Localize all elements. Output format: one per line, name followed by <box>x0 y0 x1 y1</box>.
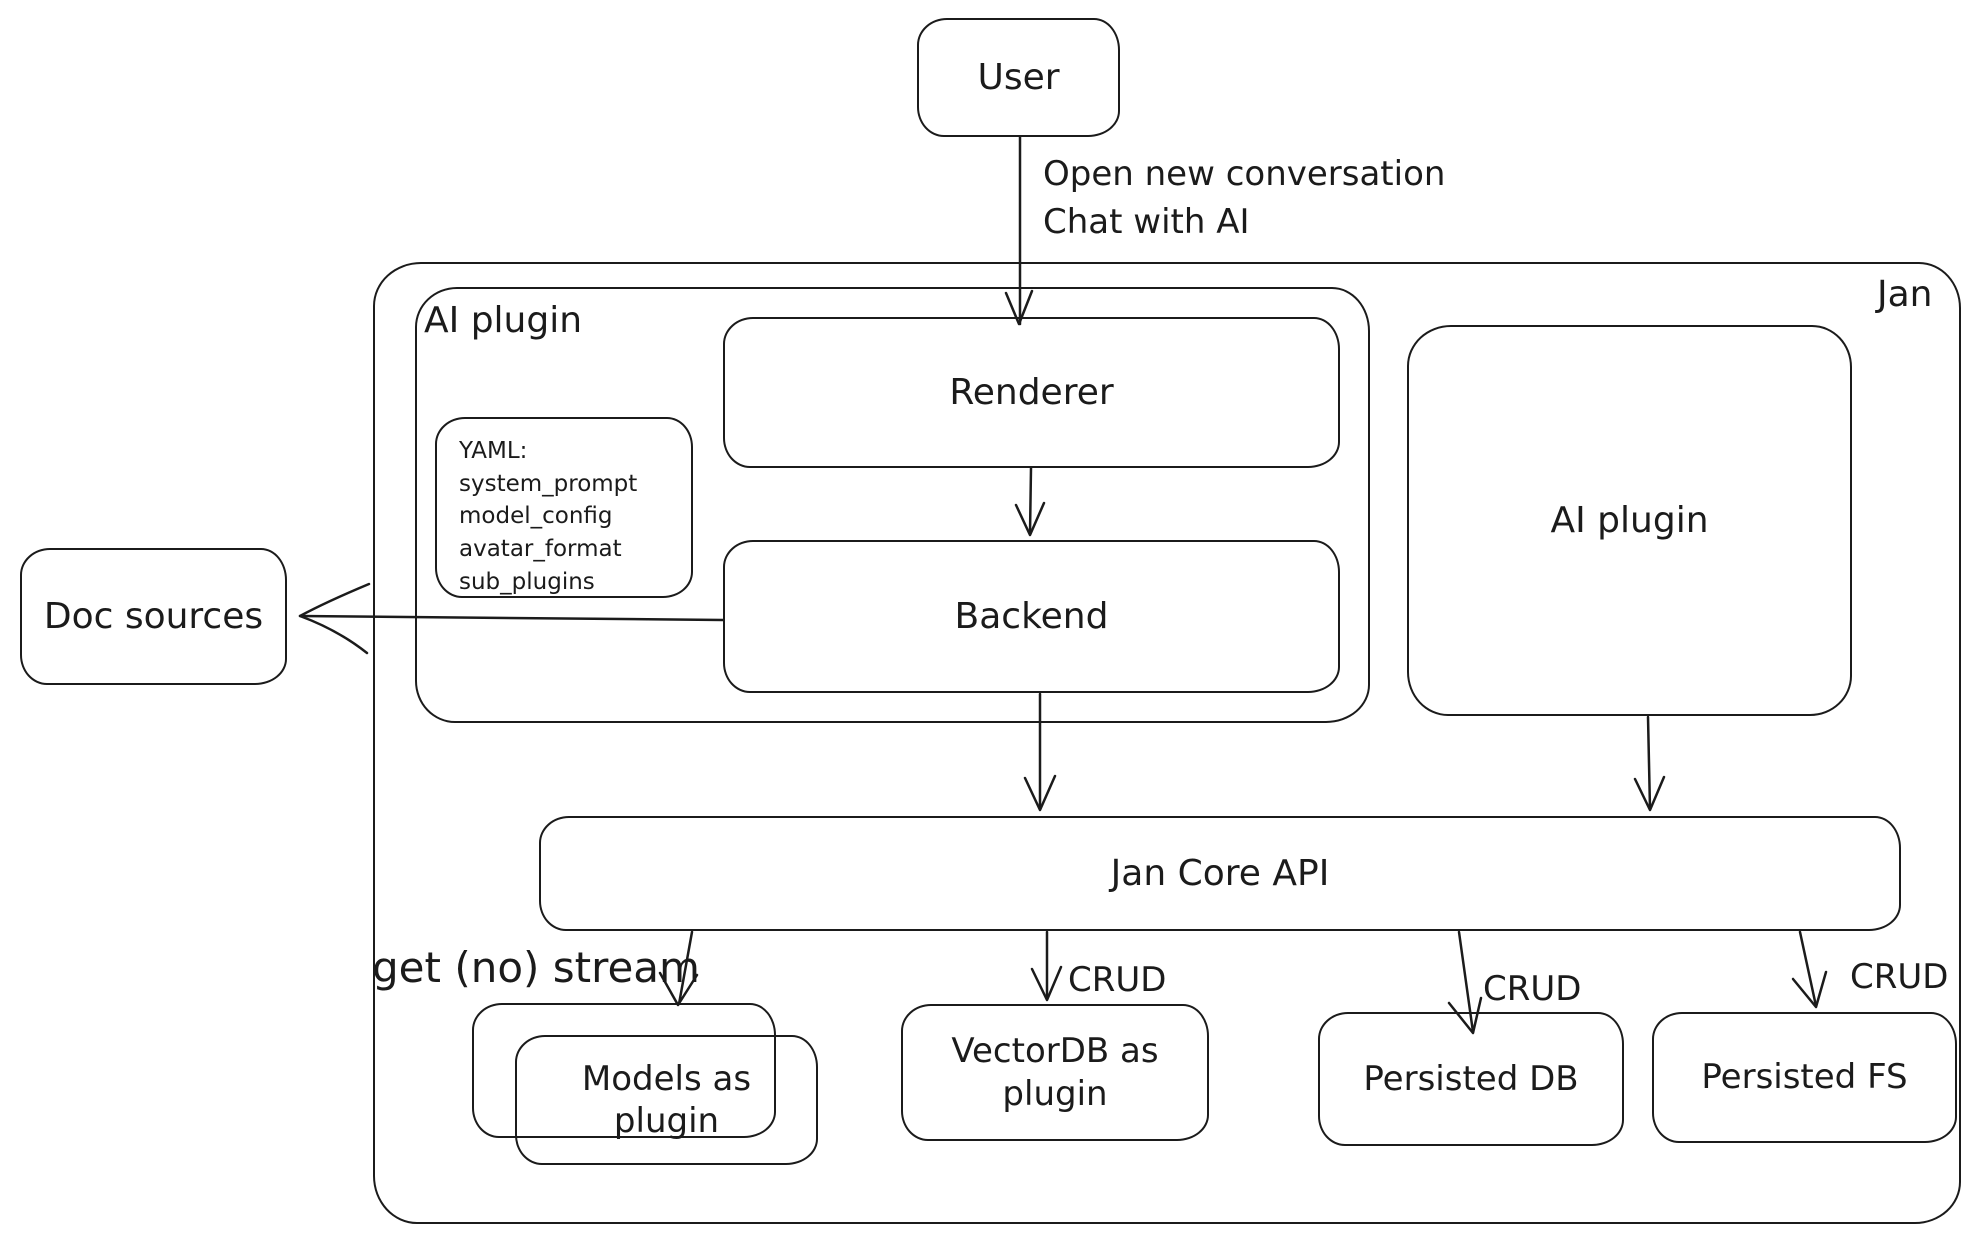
node-vectordb-as-plugin: VectorDB as plugin <box>901 1004 1209 1141</box>
yaml-note-title: YAML: <box>459 438 528 464</box>
node-doc-sources-label: Doc sources <box>43 596 264 637</box>
node-jan-core-api: Jan Core API <box>539 816 1901 931</box>
ai-plugin-group-container <box>415 287 1370 723</box>
node-models-as-plugin-label: Models as plugin <box>581 1058 752 1142</box>
edge-label-user-flow: Open new conversation Chat with AI <box>1043 150 1445 247</box>
yaml-note-line: sub_plugins <box>459 568 595 595</box>
edge-label-open-conversation: Open new conversation <box>1043 154 1446 194</box>
jan-container-label: Jan <box>1877 274 1933 315</box>
node-persisted-fs: Persisted FS <box>1652 1012 1957 1143</box>
node-doc-sources: Doc sources <box>20 548 287 685</box>
node-backend-label: Backend <box>954 596 1109 637</box>
node-persisted-fs-label: Persisted FS <box>1701 1057 1908 1098</box>
node-renderer-label: Renderer <box>949 372 1114 413</box>
ai-plugin-group-label: AI plugin <box>424 300 583 341</box>
node-ai-plugin-right-label: AI plugin <box>1550 500 1709 541</box>
node-models-as-plugin: Models as plugin <box>515 1035 818 1165</box>
edge-label-crud-vectordb: CRUD <box>1068 960 1167 1000</box>
node-ai-plugin-right: AI plugin <box>1407 325 1852 716</box>
node-persisted-db-label: Persisted DB <box>1363 1058 1579 1099</box>
edge-label-crud-persisted-fs: CRUD <box>1850 957 1949 997</box>
yaml-note-line: avatar_format <box>459 535 622 562</box>
node-persisted-db: Persisted DB <box>1318 1012 1624 1146</box>
node-backend: Backend <box>723 540 1340 693</box>
node-jan-core-api-label: Jan Core API <box>1110 853 1330 894</box>
node-renderer: Renderer <box>723 317 1340 468</box>
edge-label-crud-persisted-db: CRUD <box>1483 969 1582 1009</box>
node-models-as-plugin-back <box>472 1003 776 1138</box>
node-user-label: User <box>977 57 1060 98</box>
jan-container <box>373 262 1961 1224</box>
yaml-config-note: YAML: system_prompt model_config avatar_… <box>435 417 693 598</box>
yaml-note-line: system_prompt <box>459 470 638 497</box>
edge-label-get-no-stream: get (no) stream <box>372 943 700 992</box>
yaml-note-line: model_config <box>459 503 613 530</box>
node-vectordb-as-plugin-label: VectorDB as plugin <box>951 1031 1159 1114</box>
edge-label-chat-with-ai: Chat with AI <box>1043 202 1250 243</box>
node-user: User <box>917 18 1120 137</box>
